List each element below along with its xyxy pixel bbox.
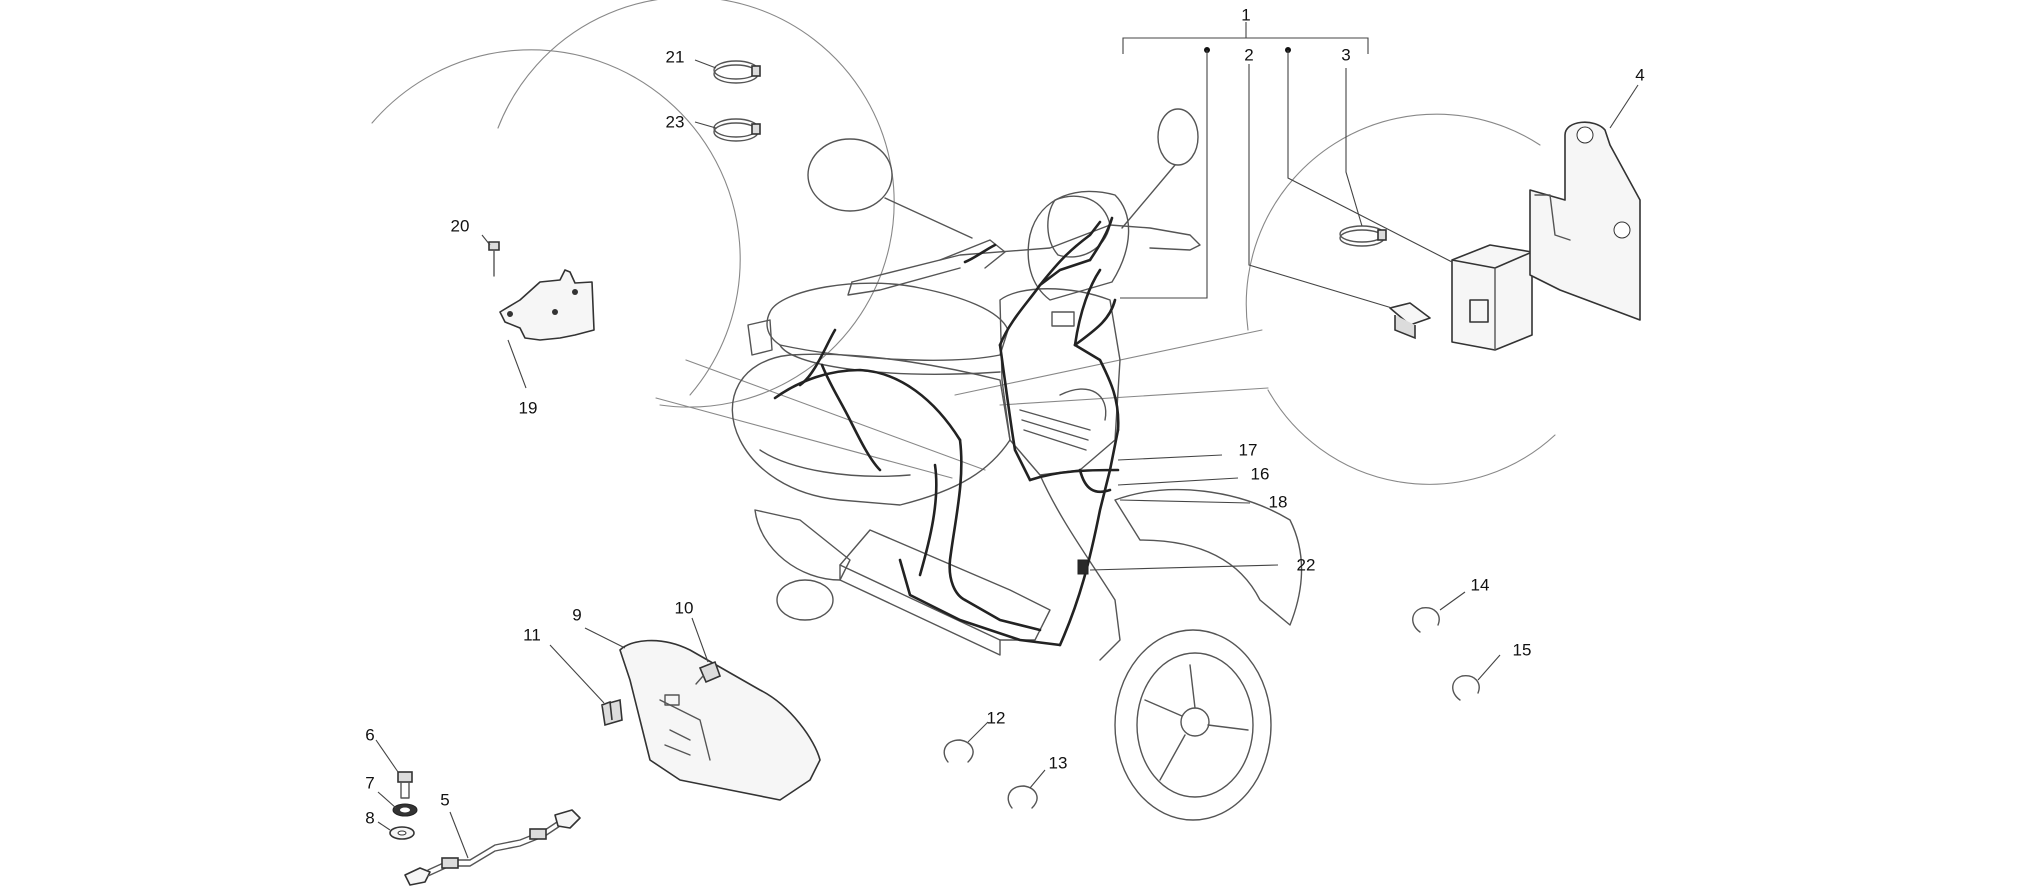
clip-12 bbox=[943, 739, 974, 763]
clip-11 bbox=[601, 698, 623, 727]
callout-14: 14 bbox=[1471, 576, 1490, 595]
callout-11: 11 bbox=[523, 626, 541, 645]
callout-17: 17 bbox=[1239, 441, 1258, 460]
callout-19: 19 bbox=[519, 399, 538, 418]
callout-13: 13 bbox=[1049, 754, 1068, 773]
callout-9: 9 bbox=[572, 606, 581, 625]
callout-16: 16 bbox=[1251, 465, 1270, 484]
screw-10 bbox=[695, 660, 722, 685]
clamp-23 bbox=[713, 118, 761, 142]
callout-20: 20 bbox=[451, 217, 470, 236]
callout-2: 2 bbox=[1244, 46, 1253, 65]
callout-3: 3 bbox=[1341, 46, 1350, 65]
bracket-19 bbox=[499, 269, 595, 341]
ground-cable-5 bbox=[404, 809, 581, 886]
plate-4 bbox=[1529, 121, 1641, 321]
wiring-harness bbox=[773, 216, 1120, 647]
bolt-6 bbox=[397, 771, 413, 799]
callout-5: 5 bbox=[440, 791, 449, 810]
callout-12: 12 bbox=[987, 709, 1006, 728]
cover-9 bbox=[619, 639, 821, 801]
right-mirror bbox=[1157, 108, 1199, 166]
clip-13 bbox=[1007, 785, 1038, 809]
callout-6: 6 bbox=[365, 726, 374, 745]
callout-10: 10 bbox=[675, 599, 694, 618]
clip-3 bbox=[1339, 225, 1387, 247]
clamp-21 bbox=[713, 60, 761, 84]
callout-18: 18 bbox=[1269, 493, 1288, 512]
scooter-outline bbox=[731, 108, 1303, 821]
callout-21: 21 bbox=[666, 48, 685, 67]
leader-lines bbox=[375, 22, 1639, 859]
callout-15: 15 bbox=[1513, 641, 1532, 660]
washer-8 bbox=[389, 826, 415, 840]
clip-15 bbox=[1452, 675, 1480, 701]
clip-14 bbox=[1412, 607, 1440, 633]
callout-labels: 1 2 3 4 5 6 7 8 9 10 11 12 13 14 15 16 1… bbox=[365, 6, 1644, 828]
callout-1: 1 bbox=[1241, 6, 1250, 25]
callout-22: 22 bbox=[1297, 556, 1316, 575]
left-detail-circle bbox=[371, 0, 986, 479]
ecu-module-2 bbox=[1451, 244, 1533, 351]
callout-7: 7 bbox=[365, 774, 374, 793]
left-mirror bbox=[807, 138, 893, 212]
washer-7 bbox=[392, 803, 418, 817]
callout-8: 8 bbox=[365, 809, 374, 828]
fuse-part bbox=[1389, 302, 1431, 340]
callout-4: 4 bbox=[1635, 66, 1644, 85]
screw-20 bbox=[488, 241, 500, 277]
front-wheel bbox=[1114, 629, 1272, 821]
callout-23: 23 bbox=[666, 113, 685, 132]
